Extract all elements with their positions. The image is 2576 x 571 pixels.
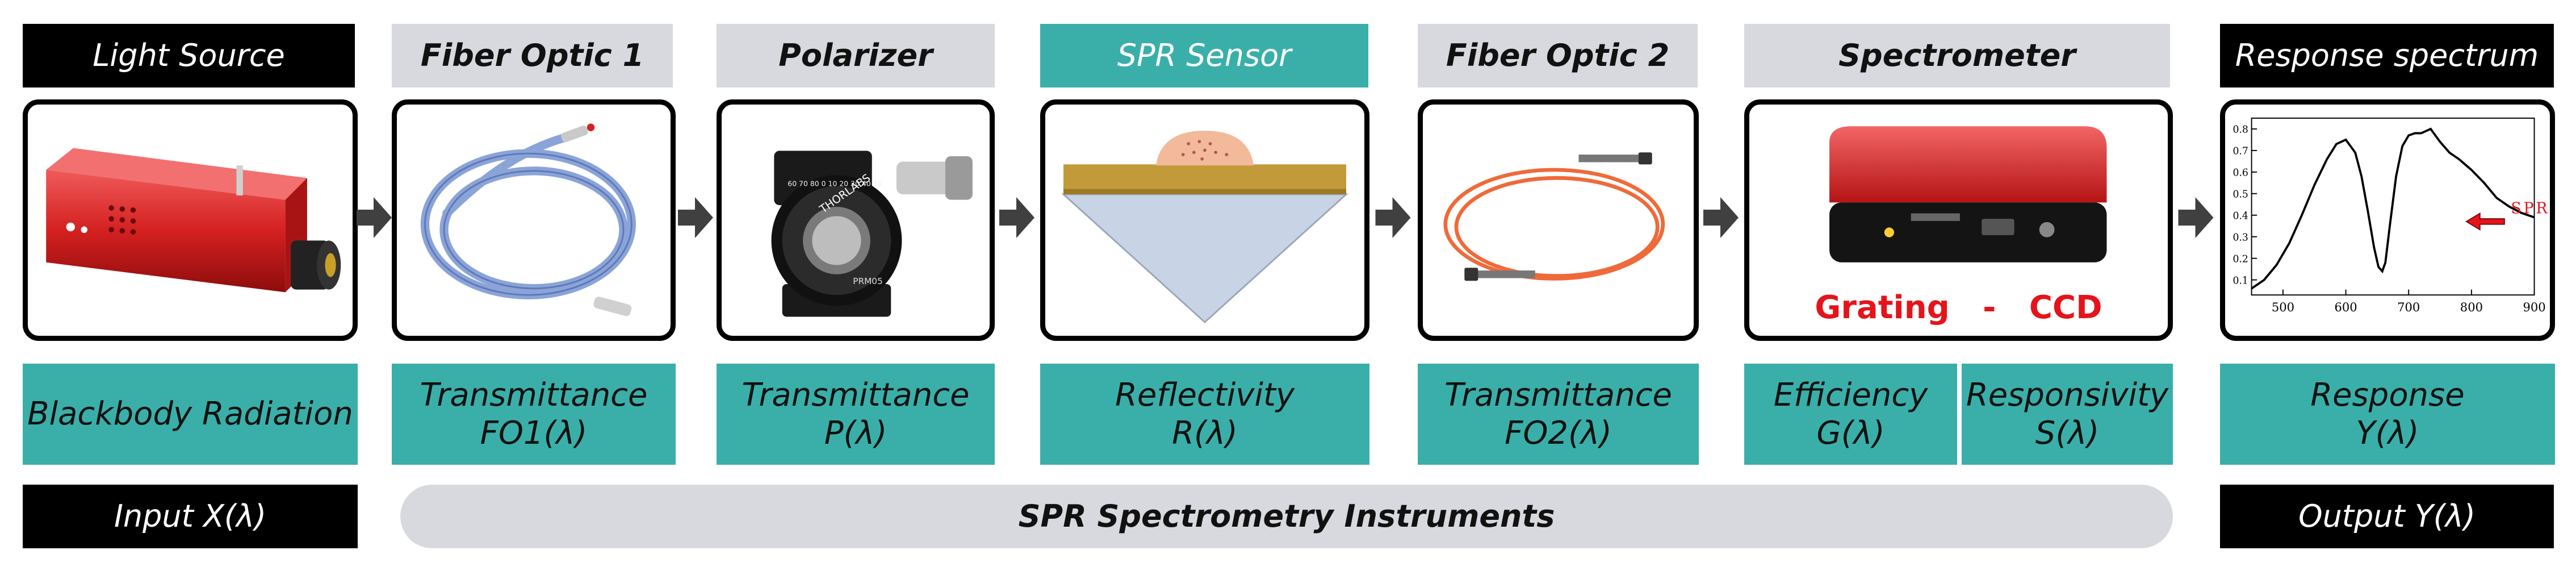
arrow-right-icon — [357, 195, 393, 240]
y-tick-label: 0.4 — [2232, 210, 2248, 222]
spectrometer-frame: Grating - CCD — [1744, 99, 2173, 341]
label-output: Output Y(λ) — [2220, 485, 2554, 548]
prop-fo1-line2: FO1(λ) — [480, 415, 588, 452]
grating-ccd-caption: Grating - CCD — [1815, 289, 2102, 326]
prop-efficiency-line1: Efficiency — [1773, 376, 1928, 414]
polarizer-scale-text: 60 70 80 0 10 20 30 40 50 — [788, 180, 882, 188]
fiber-optic-2-frame — [1418, 99, 1699, 341]
spr-sensor-icon — [1061, 130, 1348, 323]
prop-blackbody-text: Blackbody Radiation — [27, 395, 353, 433]
label-fiber-optic-2: Fiber Optic 2 — [1418, 24, 1698, 87]
response-spectrum-line — [2251, 127, 2535, 290]
light-source-icon — [46, 148, 341, 293]
prop-polarizer-line2: P(λ) — [824, 415, 887, 452]
prop-sensor-line2: R(λ) — [1172, 415, 1238, 452]
y-tick-label: 0.6 — [2232, 168, 2248, 179]
polarizer-icon: THORLABS PRM05 60 70 80 0 10 20 30 40 50 — [771, 151, 973, 317]
label-light-source: Light Source — [23, 24, 355, 87]
spr-arrow-icon — [2465, 212, 2505, 231]
y-tick-label: 0.8 — [2232, 124, 2248, 136]
label-spr-sensor: SPR Sensor — [1040, 24, 1368, 87]
prop-efficiency-line2: G(λ) — [1816, 415, 1885, 452]
x-tick-label: 900 — [2523, 300, 2545, 314]
x-tick-label: 600 — [2334, 300, 2357, 314]
fiber-optic-1-icon — [420, 123, 636, 316]
label-instruments-text: SPR Spectrometry Instruments — [1018, 498, 1555, 535]
prop-responsivity-line1: Responsivity — [1966, 376, 2169, 414]
x-tick-label: 800 — [2460, 300, 2483, 314]
arrow-right-icon — [1699, 195, 1744, 240]
prop-responsivity: Responsivity S(λ) — [1962, 364, 2173, 465]
prop-transmittance-fo1: Transmittance FO1(λ) — [392, 364, 676, 465]
label-polarizer-text: Polarizer — [778, 37, 933, 74]
label-input: Input X(λ) — [23, 485, 358, 548]
label-polarizer: Polarizer — [717, 24, 995, 87]
label-response-spectrum: Response spectrum — [2220, 24, 2554, 87]
polarizer-model-text: PRM05 — [853, 276, 883, 286]
prop-transmittance-fo2: Transmittance FO2(λ) — [1418, 364, 1699, 465]
prop-reflectivity: Reflectivity R(λ) — [1040, 364, 1369, 465]
prop-response: Response Y(λ) — [2220, 364, 2555, 465]
prop-responsivity-line2: S(λ) — [2035, 415, 2100, 452]
y-tick-label: 0.5 — [2232, 189, 2248, 200]
y-tick-label: 0.7 — [2232, 146, 2248, 157]
y-tick-label: 0.1 — [2232, 275, 2248, 286]
prop-efficiency: Efficiency G(λ) — [1744, 364, 1957, 465]
prop-blackbody-radiation: Blackbody Radiation — [23, 364, 358, 465]
chart-plot-area — [2251, 117, 2535, 296]
fiber-optic-2-icon — [1443, 152, 1665, 281]
spr-annotation: SPR — [2511, 200, 2549, 218]
label-spr-sensor-text: SPR Sensor — [1117, 37, 1292, 74]
label-light-source-text: Light Source — [93, 37, 285, 74]
polarizer-frame: THORLABS PRM05 60 70 80 0 10 20 30 40 50 — [717, 99, 995, 341]
prop-polarizer-line1: Transmittance — [742, 376, 970, 414]
label-fiber-optic-1-text: Fiber Optic 1 — [420, 37, 644, 74]
fiber-optic-1-frame — [392, 99, 676, 341]
label-input-text: Input X(λ) — [114, 498, 267, 535]
y-tick-label: 0.2 — [2232, 253, 2248, 265]
label-response-spectrum-text: Response spectrum — [2235, 37, 2539, 74]
label-spectrometer: Spectrometer — [1744, 24, 2170, 87]
prop-fo1-line1: Transmittance — [420, 376, 648, 414]
light-source-frame — [23, 99, 358, 341]
prop-response-line1: Response — [2310, 376, 2465, 414]
label-fiber-optic-1: Fiber Optic 1 — [392, 24, 673, 87]
prop-fo2-line1: Transmittance — [1444, 376, 1672, 414]
label-output-text: Output Y(λ) — [2298, 498, 2476, 535]
prop-sensor-line1: Reflectivity — [1115, 376, 1295, 414]
arrow-right-icon — [1369, 195, 1418, 240]
spectrometer-icon — [1829, 126, 2107, 262]
prop-transmittance-polarizer: Transmittance P(λ) — [717, 364, 995, 465]
y-tick-label: 0.3 — [2232, 232, 2248, 243]
spr-sensor-frame — [1040, 99, 1369, 341]
label-spectrometer-text: Spectrometer — [1838, 37, 2076, 74]
label-instruments: SPR Spectrometry Instruments — [400, 485, 2173, 548]
prop-fo2-line2: FO2(λ) — [1505, 415, 1612, 452]
arrow-right-icon — [995, 195, 1040, 240]
x-tick-label: 500 — [2272, 300, 2294, 314]
label-fiber-optic-2-text: Fiber Optic 2 — [1446, 37, 1670, 74]
arrow-right-icon — [2173, 195, 2220, 240]
x-tick-label: 700 — [2397, 300, 2420, 314]
arrow-right-icon — [676, 195, 717, 240]
prop-response-line2: Y(λ) — [2356, 415, 2419, 452]
